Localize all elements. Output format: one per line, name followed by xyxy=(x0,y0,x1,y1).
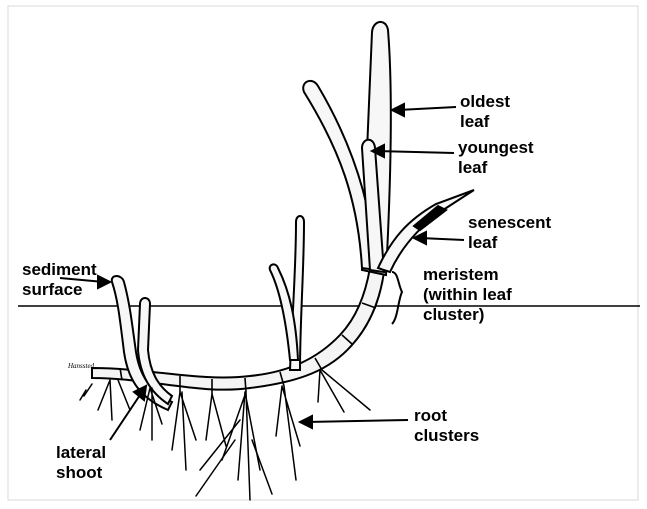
youngest-leaf-label-line1: youngest xyxy=(458,138,534,158)
lateral-shoot-label-line2: shoot xyxy=(56,463,102,483)
signature: Hanssted xyxy=(68,362,94,370)
sediment-surface-label-line2: surface xyxy=(22,280,82,300)
middle-shoot xyxy=(270,216,304,370)
sediment-surface-label-line1: sediment xyxy=(22,260,97,280)
senescent-leaf-label-line1: senescent xyxy=(468,213,551,233)
label-arrows xyxy=(60,104,464,440)
youngest-leaf-label-line2: leaf xyxy=(458,158,487,178)
figure-border xyxy=(8,6,638,500)
meristem-label-line3: cluster) xyxy=(423,305,484,325)
root-clusters-label-line2: clusters xyxy=(414,426,479,446)
meristem-label-line2: (within leaf xyxy=(423,285,512,305)
oldest-leaf-label-line2: leaf xyxy=(460,112,489,132)
senescent-leaf-label-line2: leaf xyxy=(468,233,497,253)
meristem-label-line1: meristem xyxy=(423,265,499,285)
meristem-bracket xyxy=(392,272,402,324)
oldest-leaf-label-line1: oldest xyxy=(460,92,510,112)
root-clusters-label-line1: root xyxy=(414,406,447,426)
lateral-shoot-label-line1: lateral xyxy=(56,443,106,463)
